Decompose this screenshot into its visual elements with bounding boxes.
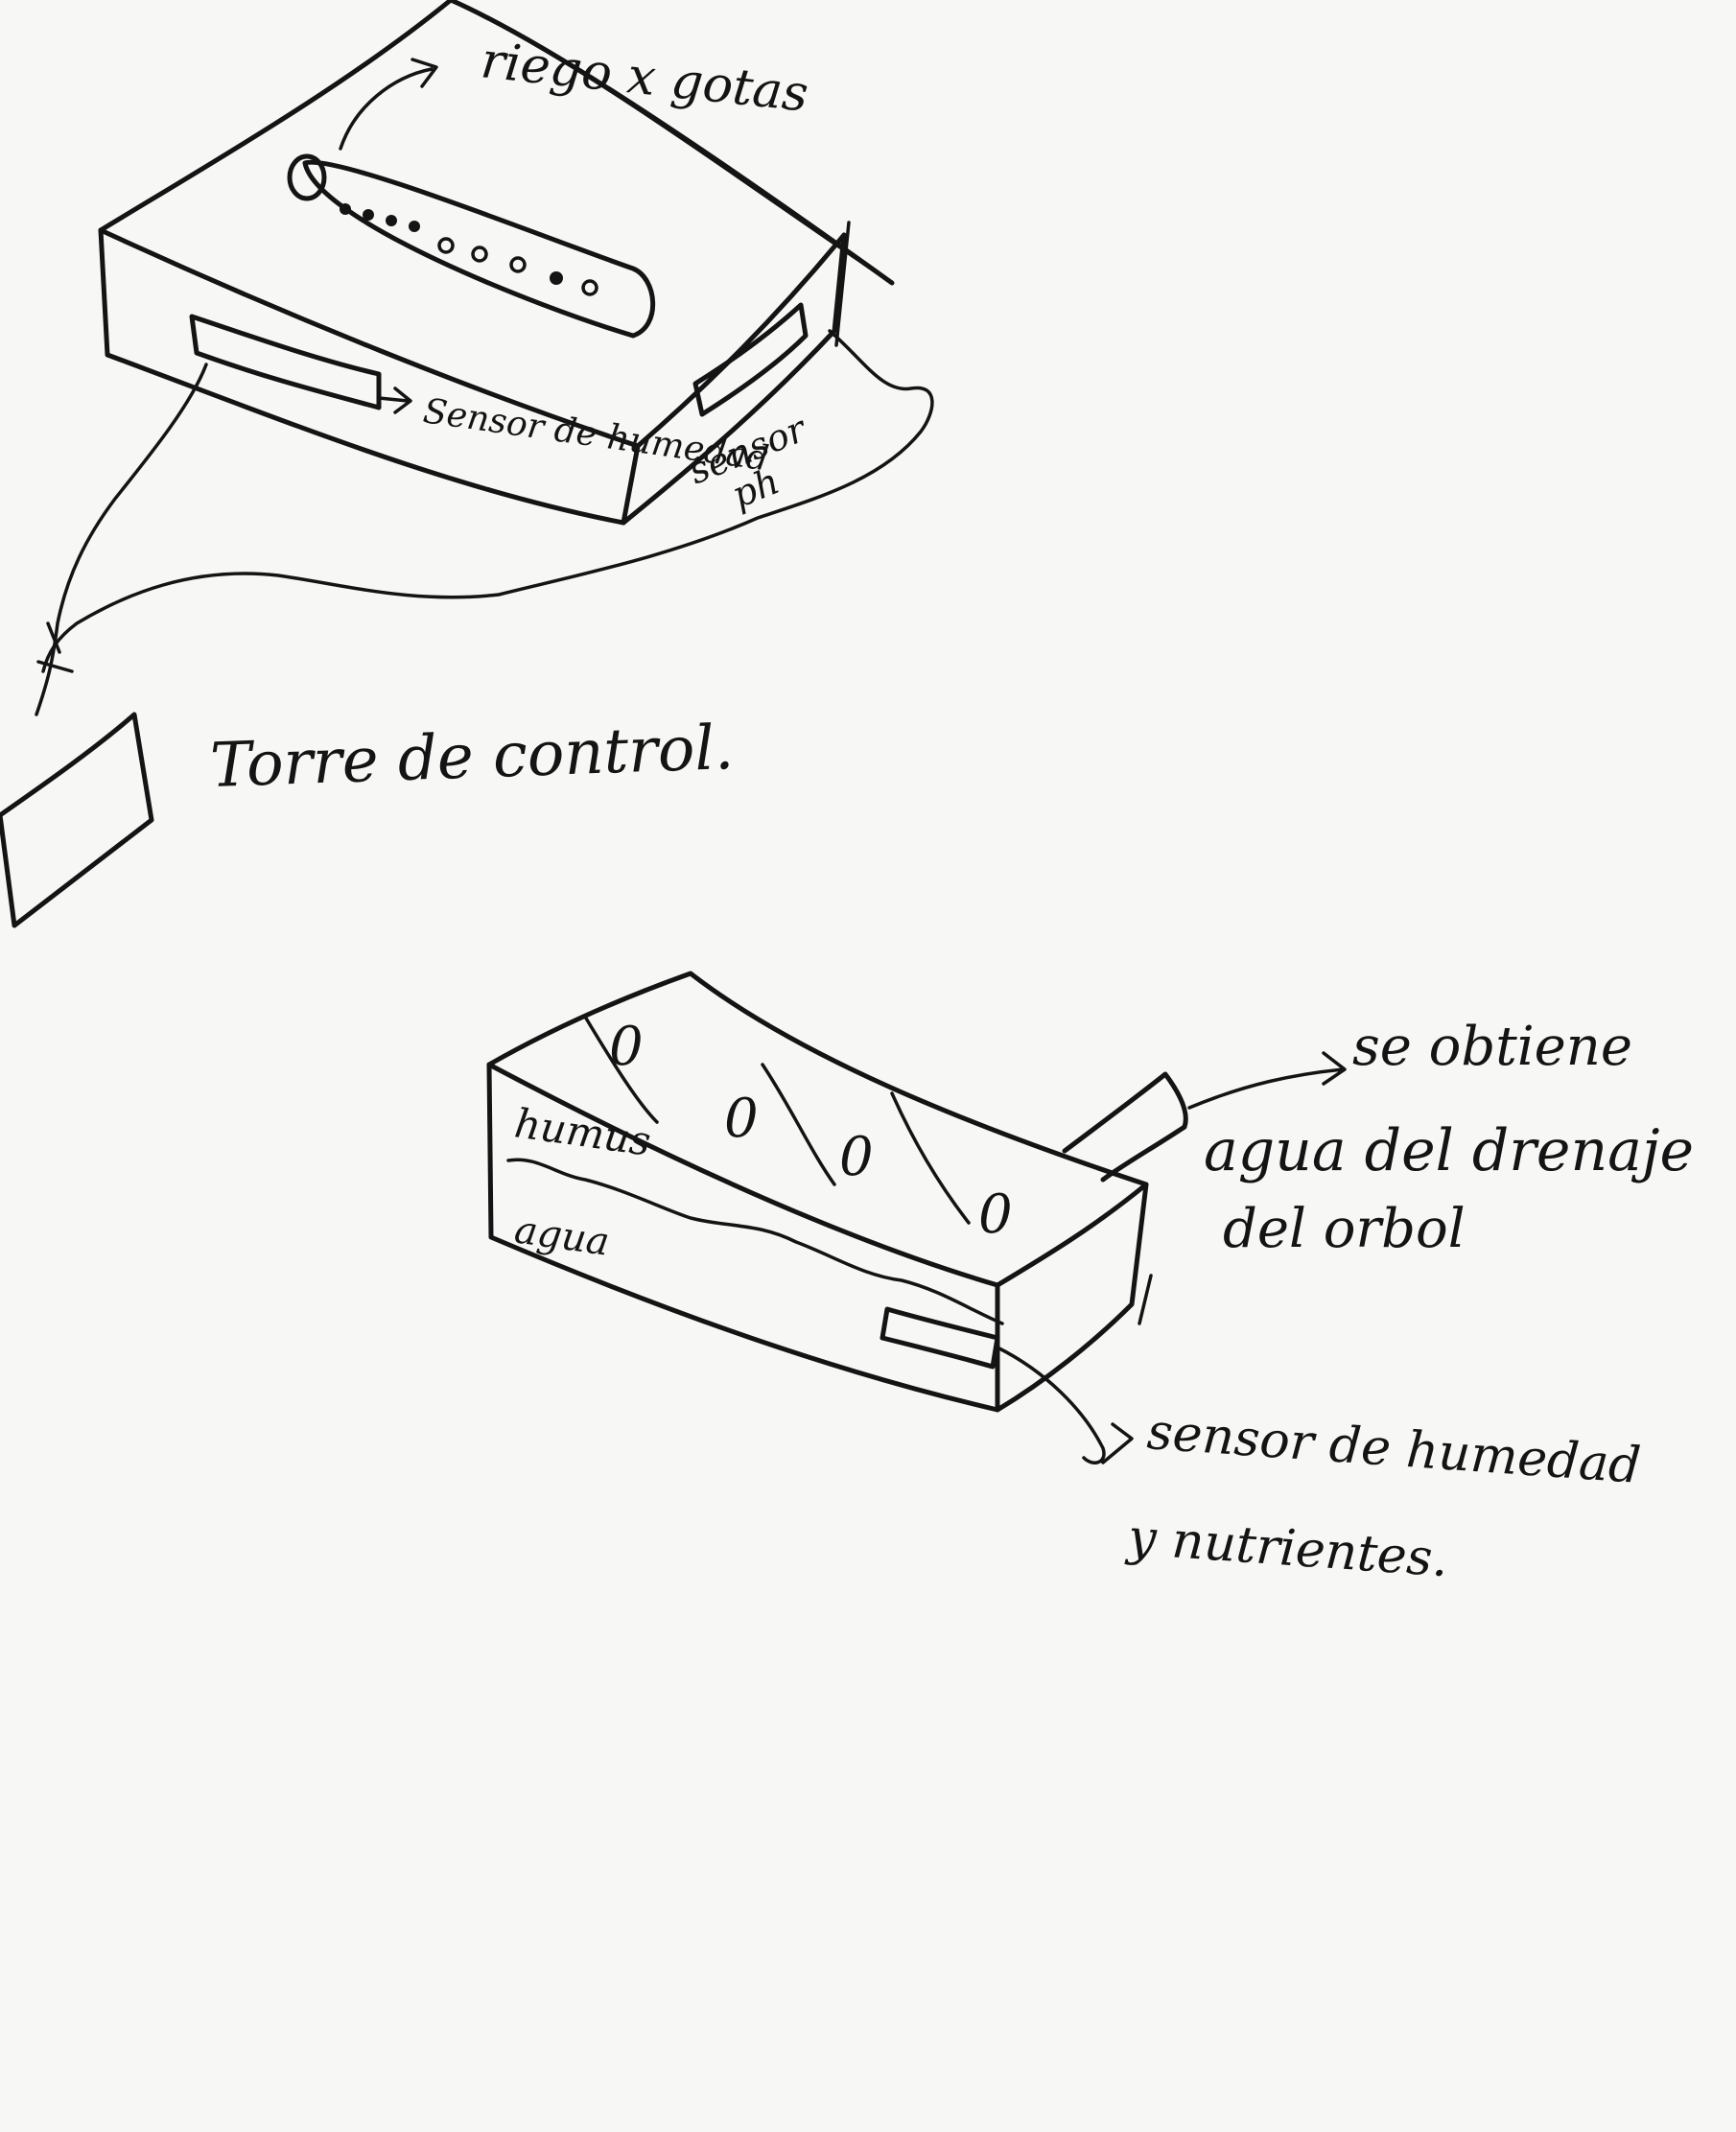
humus-side-face <box>997 1184 1146 1410</box>
cup-mark-3: 0 <box>839 1126 874 1188</box>
humus-divider-3 <box>892 1093 969 1223</box>
humus-corner-tick <box>1139 1276 1151 1324</box>
cup-mark-1: 0 <box>609 1016 644 1078</box>
label-drenaje-2: agua del drenaje <box>1204 1117 1694 1184</box>
label-drenaje-1: se obtiene <box>1352 1016 1632 1078</box>
drain-arrow <box>1189 1053 1345 1108</box>
humidity-sensor-slot <box>192 316 379 408</box>
cable-to-control <box>36 364 206 715</box>
humidity-sensor-arrow <box>379 388 411 412</box>
label-humus: humus <box>512 1099 654 1164</box>
nutrient-sensor-slot <box>882 1309 997 1367</box>
control-tower-box <box>0 715 152 925</box>
cup-mark-4: 0 <box>978 1183 1013 1246</box>
drip-holes <box>340 203 597 294</box>
label-drenaje-3: del orbol <box>1223 1198 1466 1260</box>
ph-sensor-slot <box>695 305 806 414</box>
label-torre-control: Torre de control. <box>209 713 735 802</box>
label-sensor-nutrientes-1: sensor de humedad <box>1145 1403 1642 1495</box>
label-sensor-nutrientes-2: y nutrientes. <box>1124 1509 1450 1588</box>
cup-mark-2: 0 <box>724 1088 759 1150</box>
label-agua: agua <box>512 1207 613 1264</box>
humus-divider-2 <box>762 1065 834 1184</box>
